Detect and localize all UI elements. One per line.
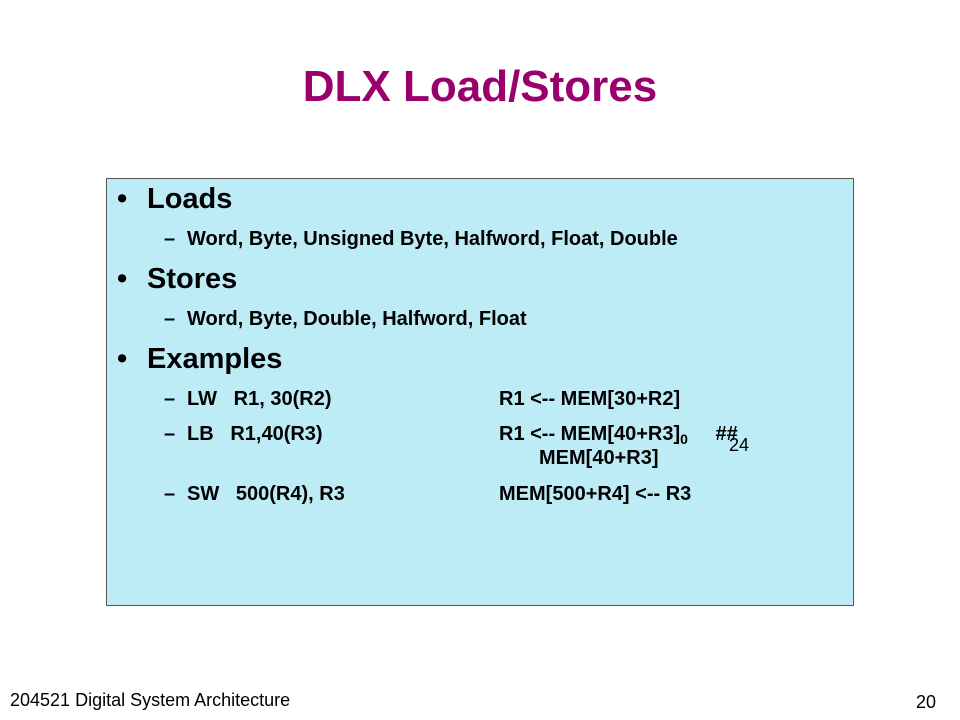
bullet-icon: • [117,263,128,295]
content-box: •Loads –Word, Byte, Unsigned Byte, Halfw… [106,178,854,606]
example-row-lw: –LW R1, 30(R2) R1 <-- MEM[30+R2] [164,388,844,411]
example-row-lb-continuation: MEM[40+R3] [539,447,659,469]
sub-bullet-stores: –Word, Byte, Double, Halfword, Float [164,308,527,331]
slide-title: DLX Load/Stores [302,62,658,111]
footer-page-number: 20 [916,692,937,712]
example-instruction: LW R1, 30(R2) [187,388,332,410]
footer-course: 204521 Digital System Architecture [10,690,291,710]
dash-icon: – [164,308,176,330]
example-instruction: LB R1,40(R3) [187,423,323,445]
example-effect: R1 <-- MEM[40+R3]0 24 ## [499,423,749,455]
dash-icon: – [164,483,176,505]
effect-superscript: 24 [729,435,750,455]
dash-icon: – [164,423,176,445]
bullet-loads: • Loads [117,183,232,216]
sub-bullet-text: Word, Byte, Unsigned Byte, Halfword, Flo… [187,228,678,250]
example-row-sw: –SW 500(R4), R3 MEM[500+R4] <-- R3 [164,483,844,506]
bullet-stores: • Stores [117,263,237,296]
bullet-examples: • Examples [117,343,282,376]
effect-part-b: ## [709,423,738,445]
dash-icon: – [164,388,176,410]
bullet-icon: • [117,183,128,215]
effect-part-a: R1 <-- MEM[40+R3] [499,423,681,445]
effect-subscript: 0 [680,431,688,447]
example-effect: MEM[500+R4] <-- R3 [499,483,692,505]
sub-bullet-text: Word, Byte, Double, Halfword, Float [187,308,527,330]
example-effect: R1 <-- MEM[30+R2] [499,388,681,410]
sub-bullet-loads: –Word, Byte, Unsigned Byte, Halfword, Fl… [164,228,678,251]
example-row-lb: –LB R1,40(R3) R1 <-- MEM[40+R3]0 24 ## [164,423,844,455]
bullet-label: Stores [147,263,238,295]
bullet-icon: • [117,343,128,375]
dash-icon: – [164,228,176,250]
bullet-label: Loads [147,183,233,215]
bullet-label: Examples [147,343,283,375]
example-instruction: SW 500(R4), R3 [187,483,345,505]
